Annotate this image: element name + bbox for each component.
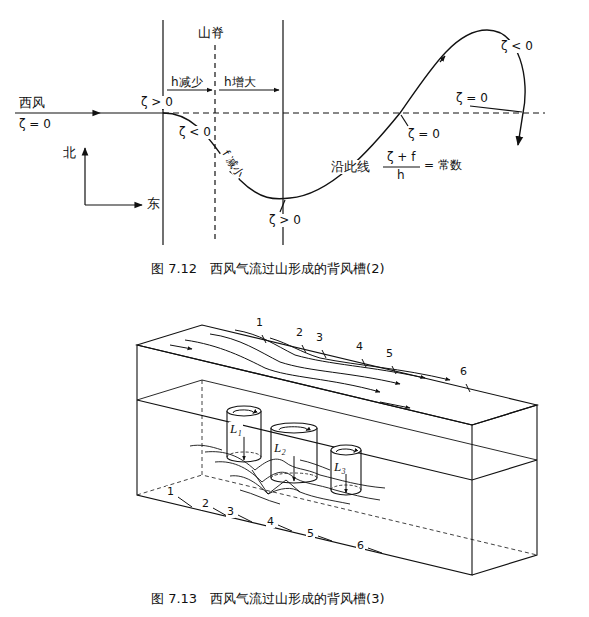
- figure-7-13: [137, 325, 537, 575]
- annotation: h增大: [223, 76, 257, 89]
- annotation: ζ > 0: [140, 96, 174, 109]
- callout-number: 4: [355, 341, 364, 353]
- callout-number: 6: [459, 366, 468, 378]
- annotation: 东: [146, 197, 161, 211]
- column-label: L₃: [333, 460, 347, 474]
- callout-number: 5: [385, 348, 394, 360]
- vortex-column: L₃: [330, 444, 362, 496]
- annotation: 山脊: [197, 26, 225, 40]
- annotation: 西风: [18, 96, 46, 110]
- annotation: f 减小: [219, 148, 247, 181]
- column-label: L₂: [273, 441, 287, 455]
- column-label: L₁: [229, 422, 243, 436]
- annotation: ζ = 0: [18, 118, 52, 131]
- callout-number: 2: [201, 498, 210, 510]
- annotation: ζ = 0: [407, 128, 441, 141]
- annotation: ζ = 0: [455, 92, 489, 105]
- annotation: h: [396, 169, 406, 182]
- callout-number: 3: [226, 506, 235, 518]
- annotation: ζ + f: [386, 151, 416, 164]
- callout-number: 6: [356, 540, 365, 552]
- annotation: ζ > 0: [268, 214, 302, 227]
- vortex-column: L₂: [270, 422, 318, 484]
- callout-number: 1: [166, 486, 175, 498]
- figure-caption: 图 7.13 西风气流过山形成的背风槽(3): [150, 592, 386, 606]
- callout-number: 2: [295, 327, 304, 339]
- annotation: 沿此线: [330, 160, 371, 174]
- annotation: ζ < 0: [178, 126, 212, 139]
- callout-number: 5: [306, 528, 315, 540]
- figure-7-12: [15, 20, 545, 245]
- annotation: 北: [62, 146, 77, 160]
- callout-number: 3: [315, 332, 324, 344]
- annotation: ζ < 0: [500, 40, 534, 53]
- callout-number: 1: [255, 317, 264, 329]
- callout-number: 4: [266, 516, 275, 528]
- annotation: h减少: [170, 76, 204, 89]
- vortex-column: L₁: [226, 405, 262, 463]
- annotation: = 常数: [423, 159, 463, 172]
- figure-caption: 图 7.12 西风气流过山形成的背风槽(2): [150, 262, 386, 276]
